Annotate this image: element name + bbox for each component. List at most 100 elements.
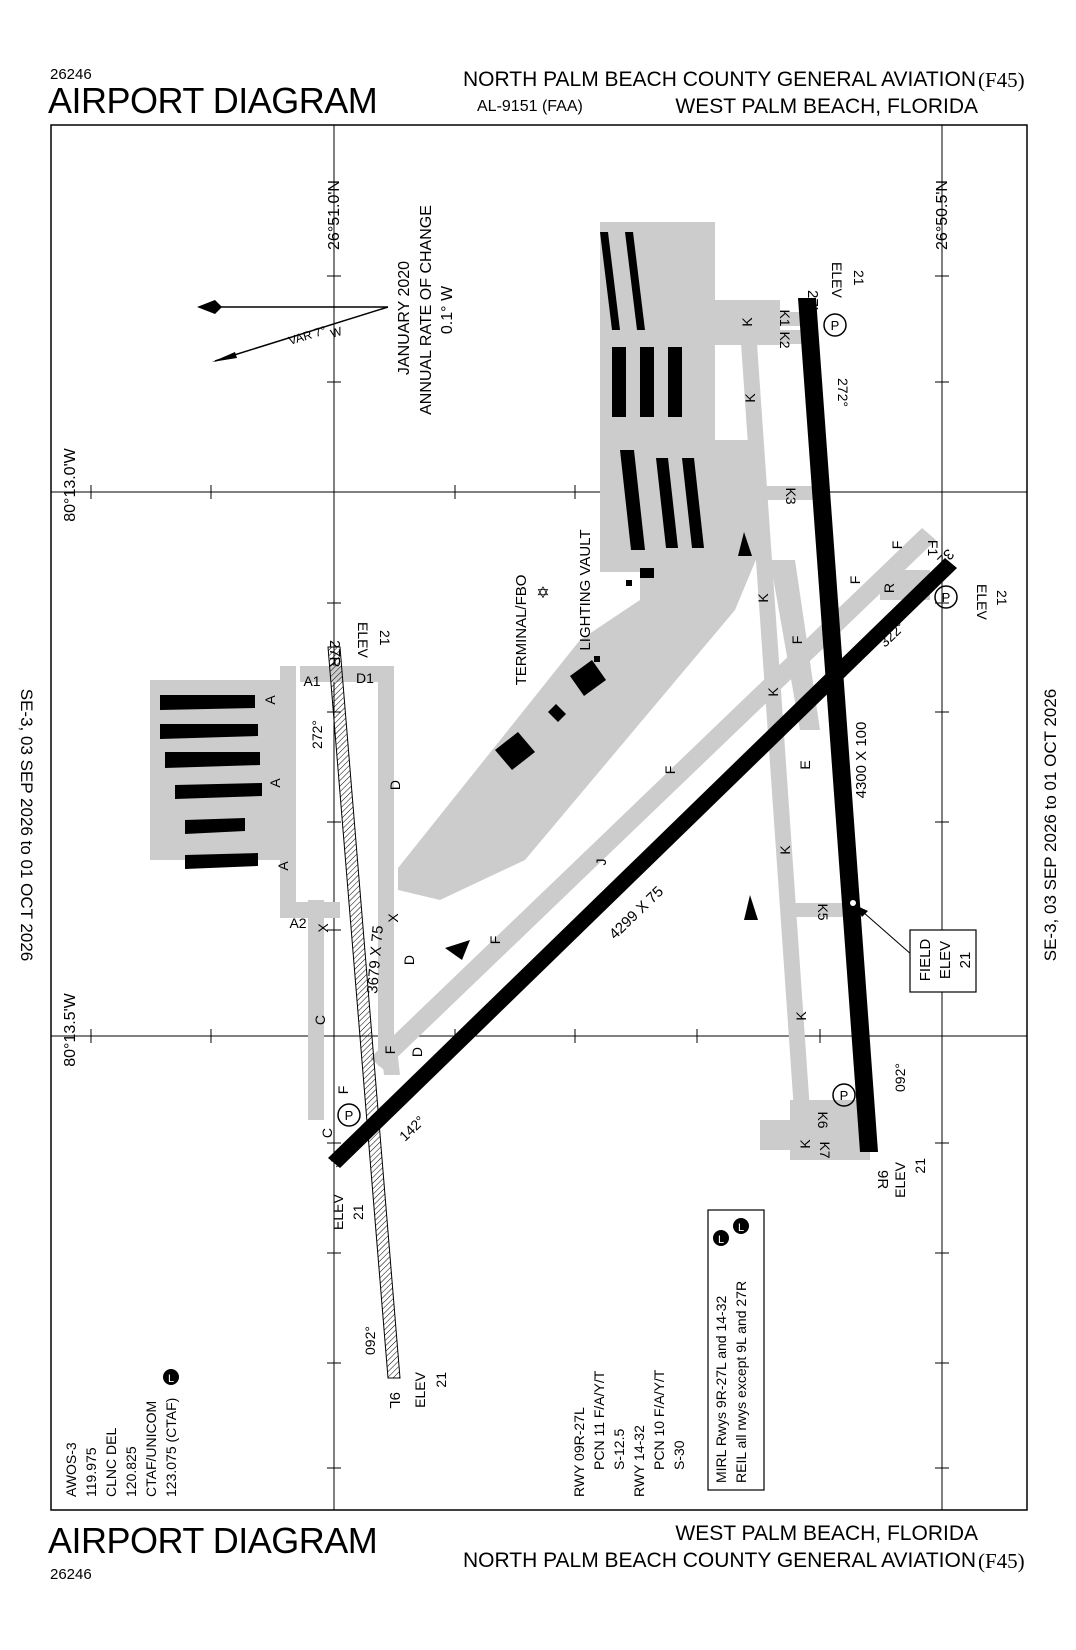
pcn-rwy1-pcn: PCN 11 F/A/Y/T bbox=[591, 1370, 607, 1470]
effective-dates-right: SE-3, 03 SEP 2026 to 01 OCT 2026 bbox=[1041, 689, 1060, 962]
lon-label-lower: 80°13.5'W bbox=[62, 992, 79, 1066]
field-elev-value: 21 bbox=[957, 952, 974, 969]
taxiway-a2-connector bbox=[280, 902, 340, 918]
hangar-n2 bbox=[625, 232, 645, 330]
rwy-32-elev: 21 bbox=[994, 590, 1010, 606]
volume-number: 26246 bbox=[50, 66, 92, 83]
hangar-n8 bbox=[682, 458, 704, 548]
rwy-9r-27l-dims: 4300 X 100 bbox=[853, 722, 870, 799]
chart-title: AIRPORT DIAGRAM bbox=[48, 80, 378, 121]
magnetic-north-arrow bbox=[212, 352, 237, 362]
taxiway-a bbox=[280, 666, 296, 916]
magnetic-variation bbox=[197, 300, 389, 362]
windsock-icon bbox=[738, 532, 752, 556]
lighting-line2: REIL all rwys except 9L and 27R bbox=[733, 1281, 749, 1483]
svg-text:F: F bbox=[889, 541, 905, 550]
taxiway-d1-connector bbox=[300, 666, 394, 682]
svg-text:K: K bbox=[755, 593, 771, 603]
svg-text:L: L bbox=[718, 1234, 724, 1246]
rwy-27r-elev: 21 bbox=[377, 630, 393, 646]
var-dir: W bbox=[329, 324, 345, 341]
taxiway-c bbox=[308, 900, 324, 1120]
rwy-9r-hdg: 092° bbox=[892, 1063, 908, 1092]
svg-text:K1: K1 bbox=[777, 309, 793, 326]
rwy-27l-hdg: 272° bbox=[835, 378, 851, 407]
rwy-27r-elev-label: ELEV bbox=[355, 622, 371, 658]
pcn-rwy1: RWY 09R-27L bbox=[571, 1407, 587, 1497]
svg-text:J: J bbox=[593, 859, 609, 866]
svg-text:X: X bbox=[385, 913, 401, 923]
vault-marker bbox=[594, 656, 600, 662]
runway-9l-27r bbox=[327, 646, 401, 1379]
footer-city: WEST PALM BEACH, FLORIDA bbox=[675, 1522, 978, 1545]
awos-freq: 119.975 bbox=[83, 1447, 99, 1497]
svg-text:K: K bbox=[793, 1011, 809, 1021]
hangar-n5 bbox=[668, 347, 682, 417]
taxiway-k bbox=[738, 300, 812, 1140]
beacon-icon bbox=[445, 940, 470, 960]
rwy-9l-elev: 21 bbox=[433, 1372, 449, 1388]
clnc-freq: 120.825 bbox=[123, 1446, 139, 1497]
svg-text:K: K bbox=[739, 317, 755, 327]
hangars bbox=[160, 232, 704, 869]
small-building-2 bbox=[626, 580, 632, 586]
hangar-w2 bbox=[160, 724, 258, 739]
svg-text:P: P bbox=[345, 1108, 354, 1123]
svg-text:X: X bbox=[315, 923, 331, 933]
svg-text:F1: F1 bbox=[925, 540, 941, 557]
svg-text:K: K bbox=[742, 393, 758, 403]
svg-text:D: D bbox=[387, 780, 403, 790]
taxiway-labels: K K1 K2 K K3 K K K K5 K K6 K K7 F F1 F R… bbox=[262, 309, 941, 1158]
hangar-w6 bbox=[185, 853, 258, 869]
svg-text:K: K bbox=[765, 687, 781, 697]
svg-text:A: A bbox=[275, 861, 291, 871]
diagram-frame bbox=[50, 124, 1028, 1511]
k6-connector bbox=[808, 1108, 868, 1122]
svg-text:K7: K7 bbox=[817, 1141, 833, 1158]
effective-dates-left: SE-3, 03 SEP 2026 to 01 OCT 2026 bbox=[17, 689, 36, 962]
clnc-label: CLNC DEL bbox=[103, 1428, 119, 1497]
svg-text:K5: K5 bbox=[815, 903, 831, 920]
rwy-9r-id: 9R bbox=[874, 1170, 891, 1189]
terminal-building-1 bbox=[495, 732, 535, 770]
f-d-connector bbox=[380, 1040, 400, 1075]
svg-text:D: D bbox=[401, 955, 417, 965]
pcn-rwy2: RWY 14-32 bbox=[631, 1425, 647, 1497]
parking-symbols bbox=[337, 313, 958, 1127]
rwy-32-elev-label: ELEV bbox=[974, 584, 990, 620]
svg-text:D: D bbox=[409, 1047, 425, 1057]
lighting-note-box bbox=[707, 1209, 765, 1491]
svg-text:K: K bbox=[797, 1139, 813, 1149]
main-apron bbox=[398, 550, 760, 900]
rwy-9l-27r-dims: 3679 X 75 bbox=[364, 925, 387, 995]
runway-14-32 bbox=[328, 558, 957, 1168]
svg-text:D1: D1 bbox=[356, 670, 374, 686]
pcn-rwy2-pcn: PCN 10 F/A/Y/T bbox=[651, 1369, 667, 1470]
k7-connector bbox=[760, 1120, 820, 1150]
svg-text:A1: A1 bbox=[303, 673, 320, 689]
hangar-w3 bbox=[165, 752, 260, 768]
rwy-9l-id: 9L bbox=[386, 1392, 403, 1409]
svg-text:F: F bbox=[335, 1086, 351, 1095]
svg-text:K6: K6 bbox=[815, 1111, 831, 1128]
svg-text:A2: A2 bbox=[289, 915, 306, 931]
hangar-n7 bbox=[656, 458, 678, 548]
pcn-rwy1-s: S-12.5 bbox=[611, 1429, 627, 1470]
field-label: FIELD bbox=[917, 939, 934, 982]
rwy-9r-elev-label: ELEV bbox=[892, 1161, 908, 1197]
svg-text:C: C bbox=[319, 1128, 335, 1138]
airport-id: (F45) bbox=[978, 68, 1025, 92]
svg-text:K: K bbox=[777, 845, 793, 855]
mag-rate: 0.1° W bbox=[439, 285, 456, 334]
footer-airport-id: (F45) bbox=[978, 1549, 1025, 1573]
small-building-1 bbox=[640, 568, 654, 578]
field-elev-label: ELEV bbox=[937, 941, 954, 979]
svg-text:K3: K3 bbox=[783, 487, 799, 504]
var-label: VAR 7° bbox=[287, 323, 328, 348]
k3-connector bbox=[762, 486, 816, 500]
lat-label-right: 26°50.5'N bbox=[934, 180, 951, 250]
svg-text:L: L bbox=[168, 1373, 174, 1385]
hangar-n1 bbox=[600, 232, 620, 330]
lighting-vault-building bbox=[570, 660, 606, 696]
svg-text:F: F bbox=[487, 936, 503, 945]
